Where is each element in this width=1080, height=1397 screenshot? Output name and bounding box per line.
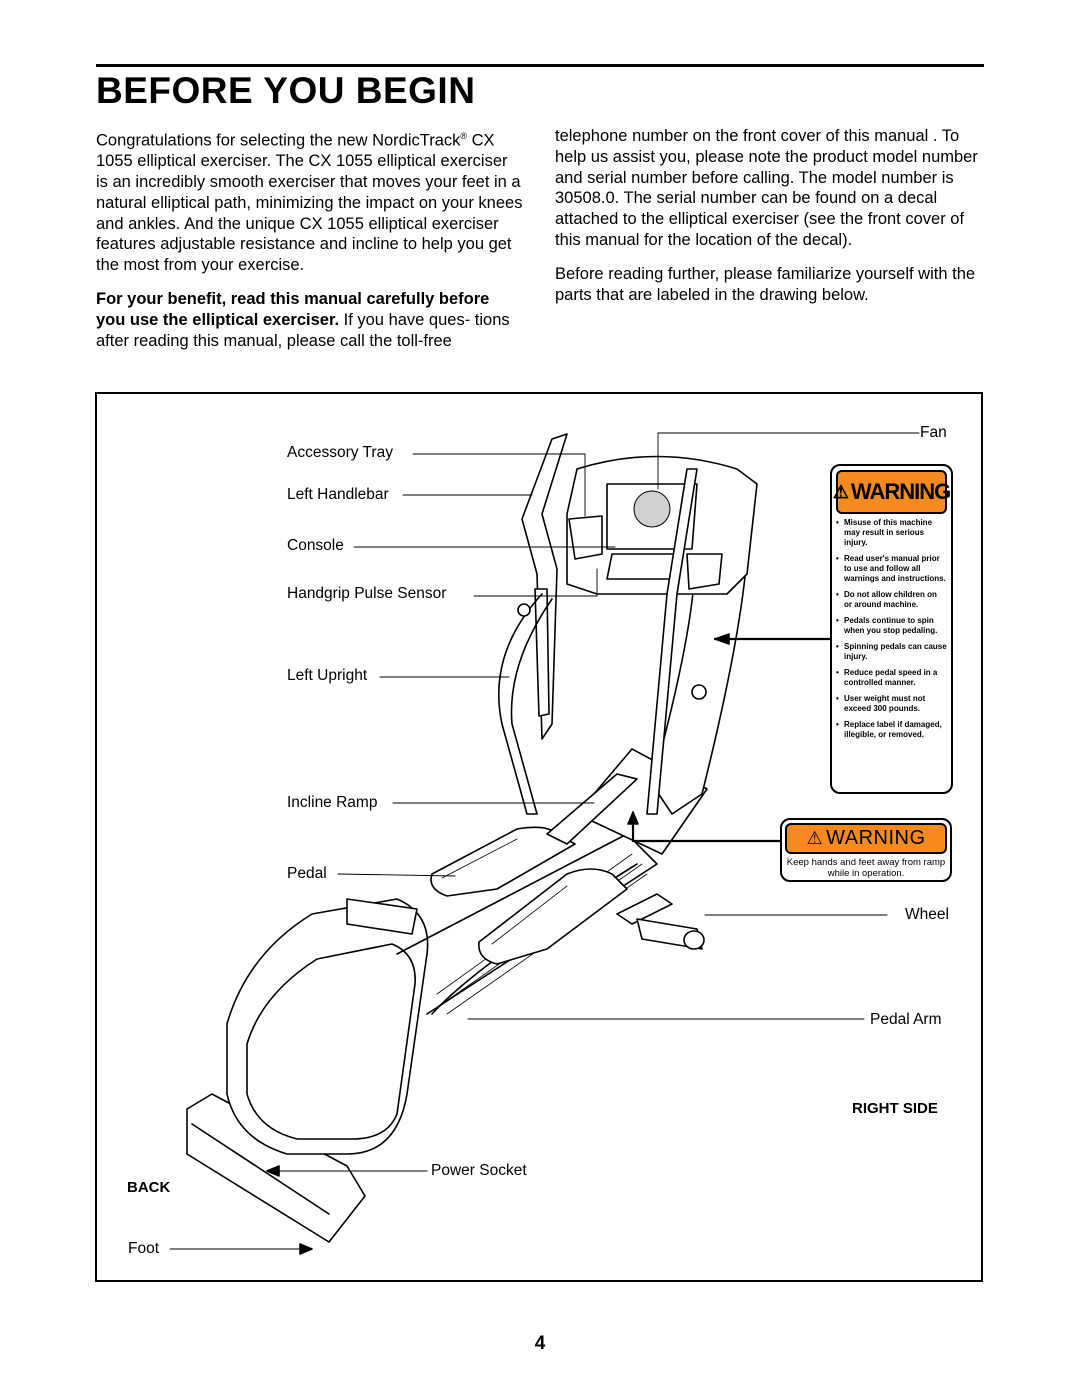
intro-paragraph-2: For your benefit, read this manual caref… [96,289,523,351]
label-pedal-arm: Pedal Arm [870,1011,942,1028]
warning-triangle-icon: ⚠ [832,481,849,502]
parts-diagram: Accessory Tray Left Handlebar Console Ha… [95,392,983,1282]
warning-decal-1-title: WARNING [850,479,951,504]
warning-decal-console: ⚠WARNING Misuse of this machine may resu… [830,464,953,794]
intro-p1-rest: CX 1055 elliptical exerciser. The CX 105… [96,131,523,275]
intro-paragraph-3: Before reading further, please familiari… [555,264,976,304]
intro-p2-rest: If you have ques- tions after reading th… [96,310,510,350]
warning-decal-2-message: Keep hands and feet away from ramp while… [786,857,946,879]
elliptical-drawing [169,432,920,1255]
label-console: Console [287,537,344,554]
intro-right-column: telephone number on the front cover of t… [555,126,983,318]
warning-decal-2-title: WARNING [826,827,926,849]
title-rule [96,64,984,67]
label-foot: Foot [128,1240,160,1257]
label-wheel: Wheel [905,906,949,923]
warning-decal-1-header: ⚠WARNING [832,470,951,514]
warning-item: Pedals continue to spin when you stop pe… [836,616,947,636]
label-accessory-tray: Accessory Tray [287,444,393,461]
warning-triangle-icon: ⚠ [806,828,824,848]
label-handgrip-pulse-sensor: Handgrip Pulse Sensor [287,585,447,602]
registered-mark: ® [460,131,468,141]
warning-item: Misuse of this machine may result in ser… [836,518,947,548]
page-title: BEFORE YOU BEGIN [96,70,476,111]
intro-p1-text: Congratulations for selecting the new No… [96,131,461,150]
label-left-handlebar: Left Handlebar [287,486,389,503]
intro-left-column: Congratulations for selecting the new No… [96,126,523,364]
warning-item: User weight must not exceed 300 pounds. [836,694,947,714]
label-pedal: Pedal [287,865,327,882]
warning-item: Reduce pedal speed in a controlled manne… [836,668,947,688]
label-right-side: RIGHT SIDE [852,1100,938,1117]
warning-decal-2-header: ⚠WARNING [785,823,947,854]
label-left-upright: Left Upright [287,667,368,684]
label-fan: Fan [920,424,947,441]
label-back: BACK [127,1179,171,1196]
intro-paragraph-1: Congratulations for selecting the new No… [96,126,523,276]
intro-p2-bold: For your benefit, read this manual caref… [96,290,490,329]
warning-item: Replace label if damaged, illegible, or … [836,720,947,740]
page-number: 4 [534,1333,546,1354]
warning-decal-ramp: ⚠WARNING Keep hands and feet away from r… [780,818,952,882]
label-incline-ramp: Incline Ramp [287,794,378,811]
warning-decal-1-list: Misuse of this machine may result in ser… [836,518,947,740]
intro-paragraph-2-continued: telephone number on the front cover of t… [555,127,978,249]
warning-item: Do not allow children on or around machi… [836,590,947,610]
label-power-socket: Power Socket [431,1162,527,1179]
warning-item: Spinning pedals can cause injury. [836,642,947,662]
warning-item: Read user's manual prior to use and foll… [836,554,947,584]
